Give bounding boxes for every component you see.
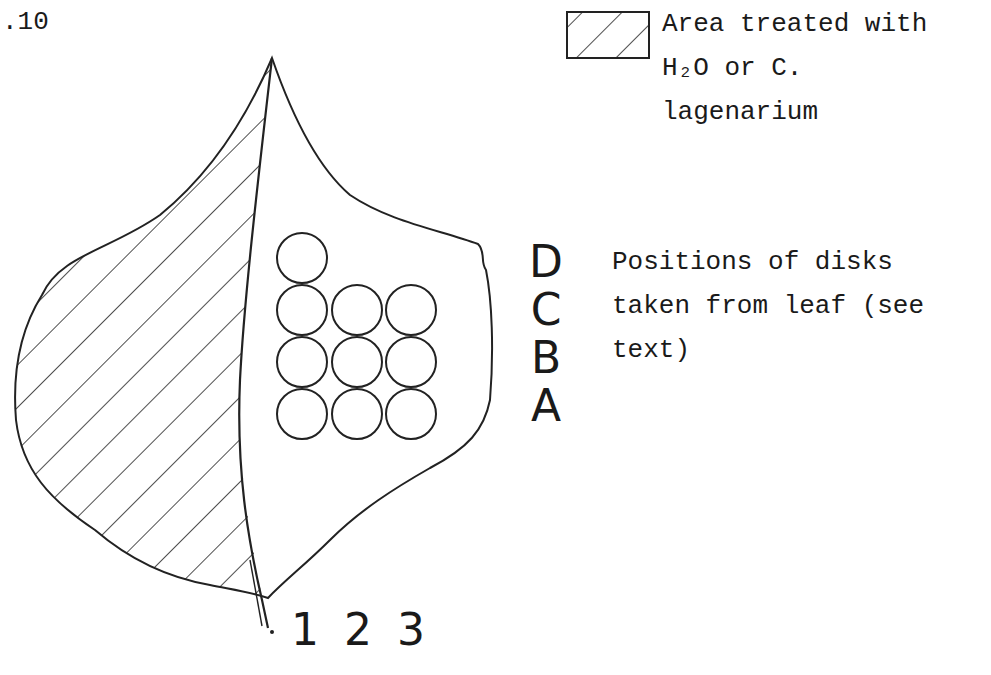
- stray-dot: [270, 630, 274, 634]
- figure-number: .10: [2, 0, 49, 44]
- column-number: 2: [344, 608, 372, 652]
- leaf-petiole: [250, 560, 262, 626]
- leaf-outline: [15, 58, 492, 598]
- disk-positions-note: Positions of disks taken from leaf (see …: [612, 240, 957, 372]
- column-number: 1: [291, 608, 319, 652]
- row-letter: D: [529, 240, 563, 284]
- column-number: 3: [397, 608, 425, 652]
- row-letter: B: [531, 336, 561, 380]
- leaf-disks: [277, 233, 436, 439]
- row-letter: A: [531, 384, 561, 428]
- leaf-midrib: [239, 58, 272, 628]
- row-letter: C: [531, 288, 562, 332]
- legend-swatch: [567, 12, 649, 58]
- legend-text: Area treated with H₂O or C. lagenarium: [662, 2, 952, 134]
